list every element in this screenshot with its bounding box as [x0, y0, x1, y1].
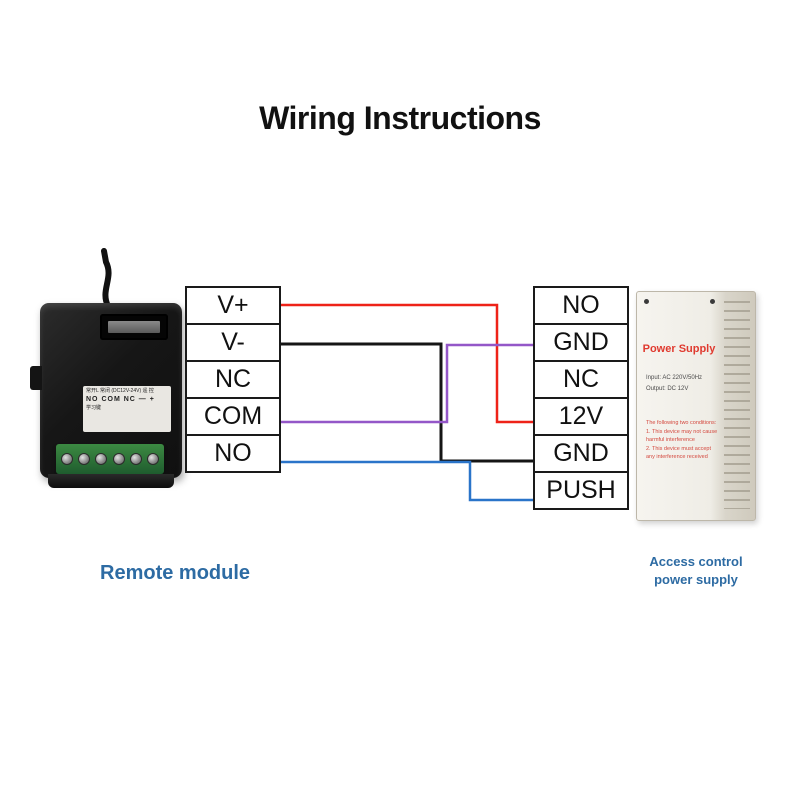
terminal-right-12v: 12V: [533, 397, 629, 436]
terminal-left-vminus: V-: [185, 323, 281, 362]
power-supply-name: Power Supply: [642, 343, 716, 355]
antenna-icon: [101, 248, 112, 308]
terminal-left-vplus: V+: [185, 286, 281, 325]
wire-no-to-push: [281, 460, 533, 502]
power-supply-specs: Input: AC 220V/50Hz Output: DC 12V: [646, 373, 722, 395]
remote-module-label-line1: 常开L 常闭 (DC12V-24V) 遥 控: [86, 388, 154, 394]
remote-module-side-clip: [30, 366, 42, 390]
power-supply-spec-output: Output: DC 12V: [646, 386, 689, 392]
power-supply-image: Power Supply Input: AC 220V/50Hz Output:…: [636, 291, 756, 521]
remote-module-label: 常开L 常闭 (DC12V-24V) 遥 控 NO COM NC — + 学习键: [83, 386, 171, 432]
terminal-screw: [61, 453, 74, 465]
power-supply-caption-line1: Access control: [649, 554, 743, 569]
terminal-screw: [112, 453, 125, 465]
power-supply-notice: The following two conditions: 1. This de…: [646, 419, 722, 462]
terminal-left-nc: NC: [185, 360, 281, 399]
notice-line: 1. This device may not cause: [646, 428, 718, 435]
terminal-left-com: COM: [185, 397, 281, 436]
power-supply-screw: [710, 299, 715, 304]
wire-vplus-to-12v: [281, 303, 533, 424]
power-supply-terminal-column: NO GND NC 12V GND PUSH: [533, 286, 629, 510]
power-supply-caption: Access control power supply: [630, 553, 762, 589]
notice-line: The following two conditions:: [646, 420, 717, 426]
power-supply-spec-input: Input: AC 220V/50Hz: [646, 375, 703, 381]
wire-com-to-gnd-upper: [281, 343, 533, 424]
terminal-right-gnd2: GND: [533, 434, 629, 473]
terminal-right-nc: NC: [533, 360, 629, 399]
remote-terminal-column: V+ V- NC COM NO: [185, 286, 281, 473]
remote-module-base: [48, 474, 174, 488]
terminal-left-no: NO: [185, 434, 281, 473]
notice-line: harmful interference: [646, 437, 695, 443]
terminal-screw: [78, 453, 91, 465]
power-supply-screw: [644, 299, 649, 304]
remote-module-terminal-block: [56, 444, 164, 474]
notice-line: any interference received: [646, 454, 708, 460]
remote-module-label-line3: 学习键: [86, 405, 102, 411]
notice-line: 2. This device must accept: [646, 445, 712, 452]
terminal-screw: [129, 453, 142, 465]
remote-module-display-window: [108, 321, 160, 333]
power-supply-caption-line2: power supply: [654, 572, 738, 587]
power-supply-vents: [724, 301, 750, 509]
remote-module-caption: Remote module: [100, 562, 251, 584]
wire-vminus-to-gnd-lower: [281, 342, 533, 463]
remote-module-label-line2: NO COM NC — +: [86, 396, 155, 403]
terminal-right-no: NO: [533, 286, 629, 325]
terminal-right-push: PUSH: [533, 471, 629, 510]
remote-module-image: 常开L 常闭 (DC12V-24V) 遥 控 NO COM NC — + 学习键: [28, 248, 193, 523]
remote-module-display: [100, 314, 168, 340]
page-title: Wiring Instructions: [259, 100, 541, 136]
terminal-right-gnd1: GND: [533, 323, 629, 362]
terminal-screw: [146, 453, 159, 465]
terminal-screw: [95, 453, 108, 465]
